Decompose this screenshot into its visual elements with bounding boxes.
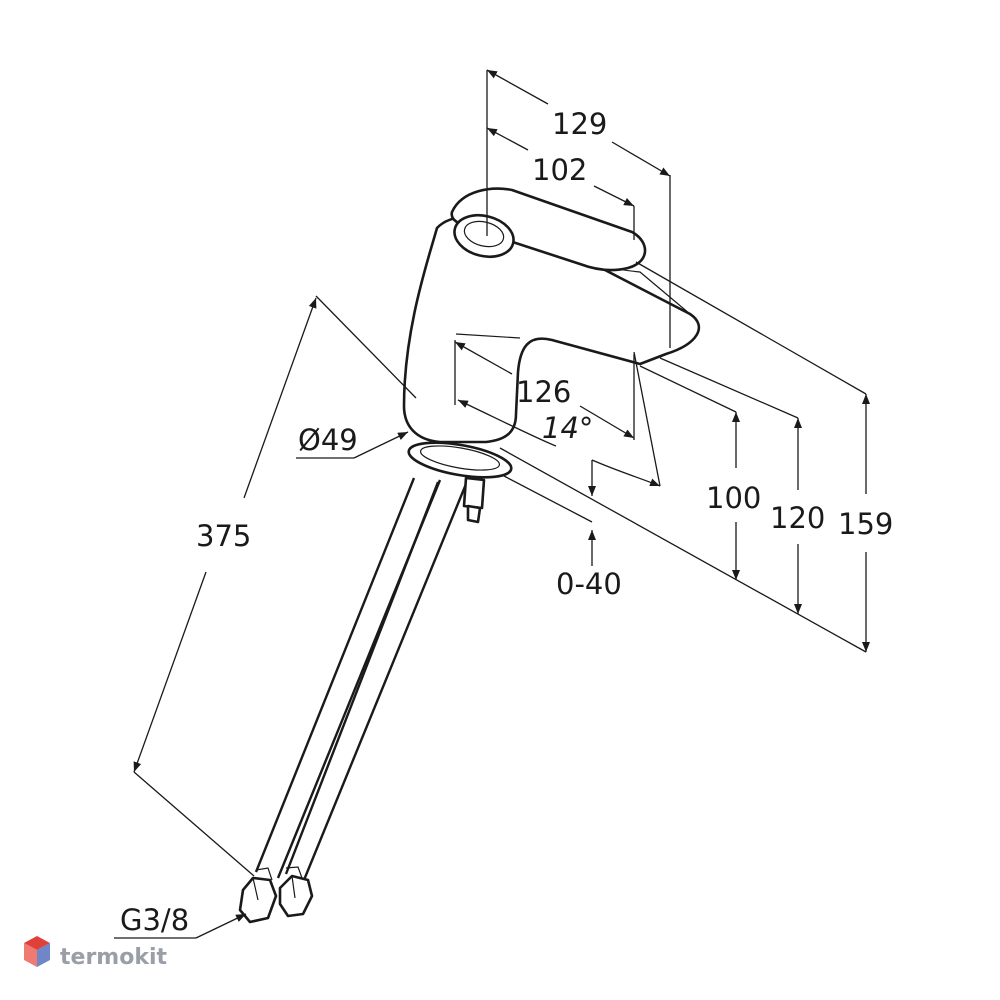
label-handle-height: 120 [770, 501, 825, 535]
hose-connector-nuts [238, 866, 314, 924]
dimension-labels: 129 102 126 14° Ø49 375 0-40 100 120 159… [120, 107, 893, 937]
lever-handle [450, 187, 647, 272]
termokit-logo-icon [24, 936, 50, 967]
mounting-base [407, 441, 513, 524]
label-hose-length: 375 [196, 519, 251, 553]
label-handle-angle: 14° [542, 411, 593, 445]
label-deck-thickness: 0-40 [556, 567, 622, 601]
label-handle-total-length: 129 [552, 107, 607, 141]
faucet-illustration [238, 187, 701, 924]
label-body-diameter: Ø49 [298, 423, 358, 457]
watermark-text: termokit [60, 945, 167, 970]
label-spout-reach: 126 [516, 375, 571, 409]
body-shadow-line [455, 333, 521, 339]
termokit-watermark: termokit [24, 936, 167, 970]
label-overall-height: 159 [838, 507, 893, 541]
flexible-hoses [254, 477, 468, 881]
dimension-lines [114, 69, 870, 939]
label-handle-length: 102 [532, 153, 587, 187]
label-thread: G3/8 [120, 903, 189, 937]
label-spout-height: 100 [706, 481, 761, 515]
